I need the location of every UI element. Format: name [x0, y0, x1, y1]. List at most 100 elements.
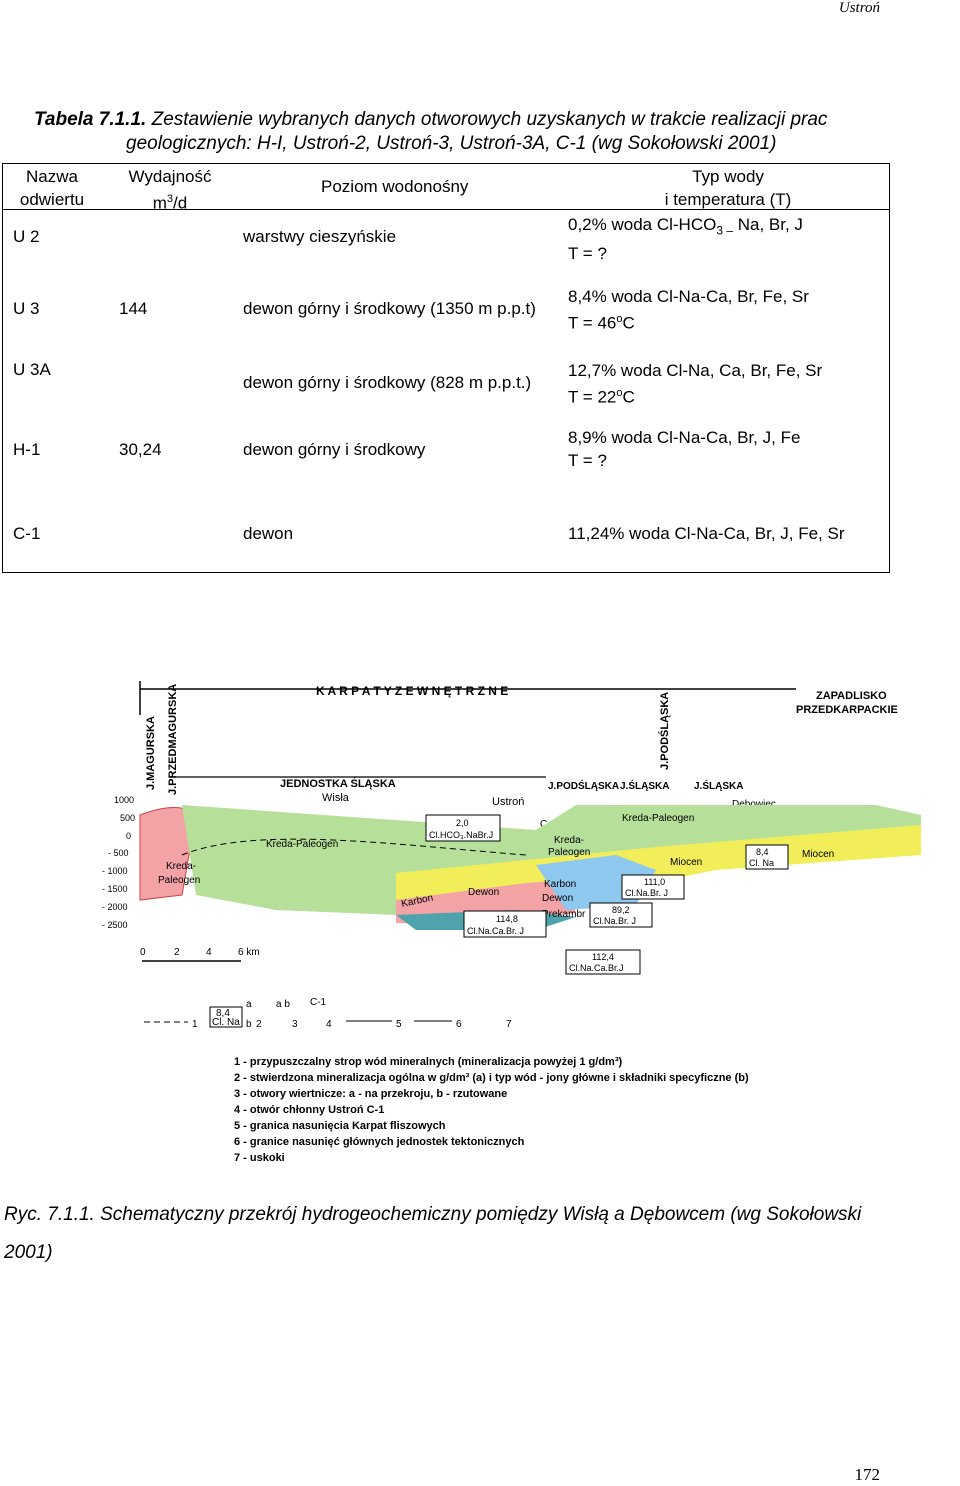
legend-item: 5 - granica nasunięcia Karpat fliszowych	[234, 1120, 446, 1132]
row-h1-type: 8,9% woda Cl-Na-Ca, Br, J, Fe T = ?	[568, 428, 801, 470]
table-caption-text-2: geologicznych: H-I, Ustroń-2, Ustroń-3, …	[126, 133, 777, 154]
row-u3a-name: U 3A	[13, 360, 51, 379]
row-u2-type: 0,2% woda Cl-HCO3 – Na, Br, J T = ?	[568, 215, 803, 264]
svg-text:3: 3	[292, 1019, 298, 1030]
svg-text:Cl.Na.Ca.Br. J: Cl.Na.Ca.Br. J	[467, 926, 524, 936]
y-tick: 1000	[114, 795, 134, 805]
table-caption: Tabela 7.1.1. Zestawienie wybranych dany…	[34, 108, 884, 156]
row-h1-name: H-1	[13, 440, 41, 459]
kreda-mid-1: Kreda-	[554, 835, 584, 846]
svg-text:Cl. Na: Cl. Na	[212, 1017, 240, 1028]
row-u2-name: U 2	[13, 227, 40, 246]
legend-item: 2 - stwierdzona mineralizacja ogólna w g…	[234, 1072, 749, 1084]
header-name: Nazwa odwiertu	[19, 167, 85, 209]
header-type: Typ wody i temperatura (T)	[664, 167, 792, 209]
slaska-label-2: J.ŚLĄSKA	[694, 779, 743, 792]
zapadlisko-label-1: ZAPADLISKO	[816, 690, 887, 702]
legend-item: 3 - otwory wiertnicze: a - na przekroju,…	[234, 1088, 507, 1100]
row-c1-name: C-1	[13, 524, 41, 543]
row-h1-yield: 30,24	[119, 440, 162, 459]
svg-text:0: 0	[140, 947, 146, 958]
kreda-paleogen-right: Kreda-Paleogen	[622, 813, 694, 824]
svg-text:8,4: 8,4	[216, 1008, 230, 1019]
row-u3-level: dewon górny i środkowy (1350 m p.p.t)	[243, 299, 536, 318]
label-przedmagurska: J.PRZEDMAGURSKA	[167, 684, 179, 795]
data-table: Nazwa odwiertu Wydajność m3/d Poziom wod…	[2, 163, 890, 573]
dewon-mid: Dewon	[542, 893, 573, 904]
svg-text:Cl.Na.Br. J: Cl.Na.Br. J	[593, 916, 636, 926]
scale-bar: 0 2 4 6 km	[140, 947, 260, 962]
row-h1-level: dewon górny i środkowy	[243, 440, 426, 459]
svg-text:Cl.HCO₃.NaBr.J: Cl.HCO₃.NaBr.J	[429, 830, 493, 840]
wisla-label: Wisła	[322, 792, 350, 804]
mineralization-box: 114,8 Cl.Na.Ca.Br. J	[463, 910, 547, 938]
legend-item: 6 - granice nasunięć głównych jednostek …	[234, 1136, 525, 1148]
legend-symbols: 1 8,4 Cl. Na a b 2 a b 3 C-1 4 5 6 7	[144, 997, 512, 1030]
row-u3a-type: 12,7% woda Cl-Na, Ca, Br, Fe, Sr T = 22o…	[568, 361, 823, 407]
svg-text:2,0: 2,0	[456, 818, 469, 828]
svg-text:89,2: 89,2	[612, 905, 630, 915]
running-title: Ustroń	[838, 0, 880, 16]
y-tick: 0	[126, 831, 131, 841]
y-tick: 500	[120, 813, 135, 823]
svg-text:Cl. Na: Cl. Na	[749, 858, 774, 868]
zapadlisko-label-2: PRZEDKARPACKIE	[796, 704, 898, 716]
svg-text:8,4: 8,4	[756, 847, 769, 857]
svg-text:4: 4	[206, 947, 212, 958]
svg-text:2: 2	[174, 947, 180, 958]
slaska-label: J.ŚLĄSKA	[620, 779, 669, 792]
page-number: 172	[854, 1465, 881, 1484]
y-tick: - 500	[108, 848, 129, 858]
row-u3-type: 8,4% woda Cl-Na-Ca, Br, Fe, Sr T = 46oC	[568, 287, 809, 333]
kreda-mid-2: Paleogen	[548, 847, 590, 858]
label-podslaska-vertical: J.PODŚLĄSKA	[658, 692, 671, 770]
mineralization-box: 8,4 Cl. Na	[745, 844, 789, 870]
miocen-mid: Miocen	[670, 857, 702, 868]
svg-text:111,0: 111,0	[644, 877, 665, 887]
header-divider	[3, 209, 889, 210]
svg-text:6 km: 6 km	[238, 947, 260, 958]
y-tick: - 2500	[102, 920, 128, 930]
row-u3a-level: dewon górny i środkowy (828 m p.p.t.)	[243, 373, 532, 392]
karbon-mid: Karbon	[544, 879, 576, 890]
y-tick: - 2000	[102, 902, 128, 912]
kreda-paleogen-main: Kreda-Paleogen	[266, 839, 338, 850]
legend-item: 7 - uskoki	[234, 1152, 285, 1164]
hydrogeochemical-cross-section: K A R P A T Y Z E W N Ę T R Z N E ZAPADL…	[102, 681, 921, 1164]
row-u3-name: U 3	[13, 299, 40, 318]
mineralization-box: 89,2 Cl.Na.Br. J	[589, 902, 653, 928]
svg-text:b: b	[246, 1019, 252, 1030]
kreda-paleogen-left-2: Paleogen	[158, 875, 200, 886]
mineralization-box: 112,4 Cl.Na.Ca.Br.J	[565, 949, 641, 975]
legend-item: 4 - otwór chłonny Ustroń C-1	[234, 1104, 384, 1116]
mineral-water-top-line	[181, 838, 527, 856]
podslaska-label: J.PODŚLĄSKA	[548, 779, 619, 792]
svg-text:114,8: 114,8	[496, 914, 518, 924]
svg-text:Cl.Na.Ca.Br.J: Cl.Na.Ca.Br.J	[569, 963, 624, 973]
jednostka-slaska-label: JEDNOSTKA ŚLĄSKA	[280, 777, 396, 790]
svg-text:a: a	[246, 999, 252, 1010]
svg-text:7: 7	[506, 1019, 512, 1030]
legend: 1 - przypuszczalny strop wód mineralnych…	[234, 1056, 749, 1164]
y-axis: 1000 500 0 - 500 - 1000 - 1500 - 2000 - …	[102, 795, 135, 930]
legend-item: 1 - przypuszczalny strop wód mineralnych…	[234, 1056, 622, 1068]
svg-text:4: 4	[326, 1019, 332, 1030]
prekambr: Prekambr	[542, 909, 586, 920]
table-caption-label: Tabela 7.1.1.	[34, 109, 147, 130]
karpaty-label: K A R P A T Y Z E W N Ę T R Z N E	[316, 684, 508, 698]
row-c1-type: 11,24% woda Cl-Na-Ca, Br, J, Fe, Sr	[568, 524, 845, 543]
y-tick: - 1000	[102, 866, 128, 876]
svg-text:Cl.Na.Br. J: Cl.Na.Br. J	[625, 888, 668, 898]
figure-caption: Ryc. 7.1.1. Schematyczny przekrój hydrog…	[4, 1204, 862, 1263]
ustron-label: Ustroń	[492, 796, 524, 808]
mineralization-box: 2,0 Cl.HCO₃.NaBr.J	[425, 814, 501, 842]
row-u2-level: warstwy cieszyńskie	[243, 227, 397, 246]
debowiec-label: Dębowiec	[732, 799, 776, 810]
y-tick: - 1500	[102, 884, 128, 894]
dewon-left: Dewon	[468, 887, 499, 898]
mineralization-box: 111,0 Cl.Na.Br. J	[621, 874, 685, 900]
kreda-paleogen-left-1: Kreda-	[166, 861, 196, 872]
svg-text:1: 1	[192, 1019, 198, 1030]
svg-text:C-1: C-1	[310, 997, 327, 1008]
svg-text:112,4: 112,4	[592, 952, 614, 962]
